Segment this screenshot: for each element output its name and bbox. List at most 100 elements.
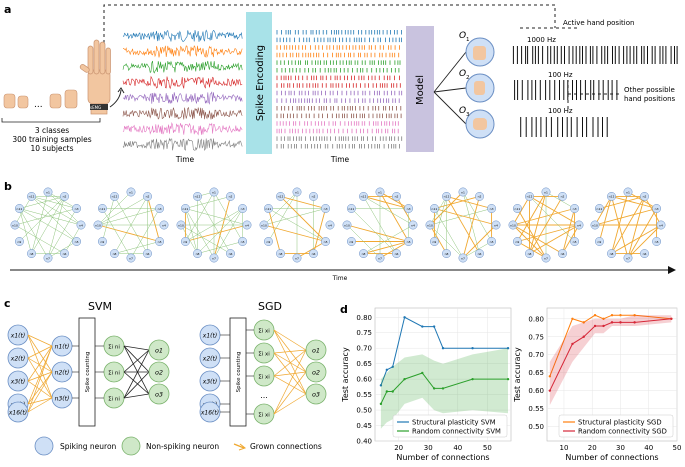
output-node	[305, 339, 327, 361]
spike-counting-label: Spike counting	[85, 352, 91, 393]
network-edge	[31, 196, 77, 209]
emg-trace	[122, 75, 243, 90]
input-neuron-label: x16(t)	[200, 410, 219, 417]
output-node	[148, 361, 170, 383]
data-point	[602, 324, 605, 328]
y-tick-label: 0.80	[356, 314, 372, 322]
network-node	[375, 253, 385, 263]
network-node	[180, 204, 190, 213]
network-node	[193, 249, 202, 259]
emg-trace	[122, 137, 243, 152]
data-point	[391, 390, 394, 393]
y-tick-label: 0.40	[356, 438, 372, 446]
network-edge	[611, 195, 657, 209]
info-subjects: 10 subjects	[30, 144, 73, 153]
input-neuron-label: x1(t)	[10, 333, 25, 340]
network-node-label: n3	[490, 207, 494, 211]
network-node-label: n6	[229, 252, 233, 256]
network-edge	[462, 191, 492, 242]
network-node-label: n1	[46, 190, 50, 194]
network-edge	[185, 191, 215, 242]
spike-raster	[276, 30, 403, 149]
network-edge	[19, 196, 65, 242]
data-point	[441, 347, 445, 350]
network-edge	[529, 196, 575, 242]
emg-trace	[122, 91, 243, 105]
model-output-arrows	[433, 51, 467, 125]
network-node-label: n12	[29, 195, 35, 199]
network-edge	[97, 208, 160, 226]
network-edge	[14, 208, 77, 226]
network-node	[238, 237, 248, 246]
output-connection	[123, 393, 150, 399]
network-node	[159, 220, 169, 230]
network-node-label: n5	[573, 240, 577, 244]
network-edge	[363, 241, 409, 255]
network-node	[226, 191, 235, 201]
network-edge	[512, 224, 563, 254]
network-node	[226, 249, 235, 259]
network-node	[408, 220, 418, 230]
network-edge	[529, 191, 547, 254]
network-edge	[31, 191, 49, 254]
data-point	[421, 325, 424, 328]
network-edge	[363, 196, 397, 254]
network-node	[590, 220, 600, 230]
network-node-label: n11	[432, 207, 438, 211]
network-node	[512, 237, 522, 246]
time-label-raster: Time	[330, 155, 350, 164]
network-node-label: n5	[75, 240, 79, 244]
output-node-label: o3	[312, 391, 320, 399]
network-node	[292, 253, 302, 263]
network-node-label: n11	[183, 207, 189, 211]
big-hand-icon	[79, 39, 111, 115]
network-node-label: n8	[362, 252, 366, 256]
grown-connection	[27, 371, 53, 382]
legend-nonspiking: Non-spiking neuron	[146, 442, 219, 451]
network-node-label: n9	[433, 240, 437, 244]
network-node	[27, 191, 36, 201]
network-edge	[185, 224, 248, 242]
network-node	[97, 204, 107, 213]
network-edge	[19, 208, 32, 254]
data-point	[593, 324, 597, 328]
network-node-label: n6	[643, 252, 647, 256]
network-edge	[517, 208, 547, 259]
network-node-label: n5	[490, 240, 494, 244]
data-point	[670, 317, 673, 320]
network-node	[392, 249, 401, 259]
network-node-label: n4	[494, 223, 498, 227]
network-edge	[19, 208, 49, 259]
network-node	[325, 220, 335, 230]
network-node	[43, 187, 53, 197]
network-edge	[313, 208, 327, 254]
network-node	[321, 237, 331, 246]
network-node-label: n11	[266, 207, 272, 211]
sum-node-label: Σi ni	[108, 345, 120, 351]
x-tick-label: 50	[673, 444, 682, 452]
network-node	[442, 249, 451, 259]
output-connection	[123, 345, 150, 373]
freq-label-1000: 1000 Hz	[527, 36, 556, 44]
network-node	[43, 253, 53, 263]
data-point	[391, 365, 394, 368]
spike-train-1000hz	[512, 46, 678, 64]
output-hand-circles	[465, 37, 495, 139]
data-point	[582, 321, 585, 324]
network-edge	[351, 208, 397, 254]
network-edge	[267, 208, 281, 254]
y-tick-label: 0.50	[528, 423, 544, 431]
network-node-label: n9	[18, 240, 22, 244]
network-node	[652, 237, 662, 246]
network-node-label: n12	[112, 195, 118, 199]
network-node	[193, 191, 202, 201]
network-node	[143, 249, 152, 259]
data-point	[602, 317, 605, 320]
network-edge	[185, 208, 215, 259]
x-axis-label: Number of connections	[565, 453, 658, 462]
network-node	[110, 191, 119, 201]
x-tick-label: 20	[394, 444, 403, 452]
input-neuron-label: x3(t)	[10, 379, 25, 386]
network-edge	[346, 224, 409, 242]
